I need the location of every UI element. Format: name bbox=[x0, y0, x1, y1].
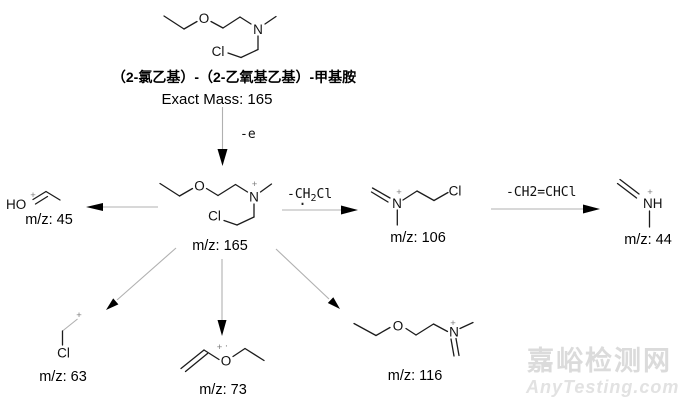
atom-label-ho: HO bbox=[6, 197, 26, 212]
atom-label-cl: Cl bbox=[57, 346, 70, 361]
mz-label-63: m/z: 63 bbox=[39, 369, 87, 385]
fragment-73-structure: O + · bbox=[180, 340, 265, 373]
ionization-arrow bbox=[217, 107, 228, 166]
atom-label-n: N bbox=[392, 196, 402, 211]
ionization-label: -e bbox=[240, 127, 256, 142]
charge-plus: + bbox=[647, 187, 653, 198]
charge-plus: + bbox=[252, 179, 258, 190]
arrow-to-mz63 bbox=[106, 247, 177, 310]
charge-plus: + bbox=[217, 342, 223, 353]
parent-structure: O N Cl bbox=[163, 11, 277, 59]
mz-label-116: m/z: 116 bbox=[387, 368, 443, 384]
radical-dot: · bbox=[225, 340, 229, 352]
loss-ch2cl-subscript: 2 bbox=[310, 193, 317, 204]
compound-name-cn: （2-氯乙基）-（2-乙氧基乙基）-甲基胺 bbox=[111, 69, 357, 85]
atom-label-nh: NH bbox=[643, 196, 663, 211]
arrow-to-mz45 bbox=[86, 203, 158, 211]
arrow-to-mz73 bbox=[217, 259, 227, 336]
charge-plus: + bbox=[450, 318, 456, 329]
mz-label-73: m/z: 73 bbox=[199, 382, 247, 398]
arrow-to-mz116 bbox=[275, 248, 340, 309]
atom-label-cl: Cl bbox=[208, 209, 221, 224]
loss-ch2cl-prefix: -CH bbox=[287, 187, 311, 202]
fragment-116-structure: O N + bbox=[353, 318, 474, 357]
charge-plus: + bbox=[76, 310, 82, 321]
radical-dot: · bbox=[298, 195, 308, 213]
atom-label-cl: Cl bbox=[212, 44, 225, 59]
atom-label-o: O bbox=[199, 11, 210, 26]
molecular-ion-structure: O N + Cl bbox=[159, 179, 273, 226]
charge-plus: + bbox=[396, 187, 402, 198]
arrow-to-mz106 bbox=[282, 205, 358, 215]
atom-label-n: N bbox=[449, 325, 459, 340]
charge-plus: + bbox=[30, 190, 36, 201]
atom-label-o: O bbox=[393, 319, 404, 334]
fragment-45-structure: HO + bbox=[6, 190, 61, 212]
mz-label-106: m/z: 106 bbox=[390, 230, 446, 246]
watermark-en: AnyTesting.com bbox=[526, 377, 680, 397]
fragment-44-structure: NH + bbox=[616, 178, 663, 228]
loss-ch2cl-suffix: Cl bbox=[316, 187, 333, 202]
mz-label-165: m/z: 165 bbox=[192, 238, 248, 254]
loss-ch2cl-label: -CH2Cl · bbox=[287, 187, 680, 212]
exact-mass-label: Exact Mass: 165 bbox=[161, 91, 273, 108]
atom-label-n: N bbox=[249, 190, 259, 205]
fragment-63-structure: + Cl bbox=[57, 310, 82, 361]
atom-label-o: O bbox=[194, 179, 205, 194]
mz-label-45: m/z: 45 bbox=[25, 212, 73, 228]
arrow-to-mz44 bbox=[491, 204, 600, 214]
loss-vinyl-chloride-label: -CH2=CHCl bbox=[506, 185, 577, 200]
mz-label-44: m/z: 44 bbox=[624, 232, 672, 248]
atom-label-n: N bbox=[253, 22, 263, 37]
watermark-cn: 嘉峪检测网 bbox=[527, 346, 672, 376]
atom-label-o: O bbox=[221, 354, 232, 369]
atom-label-cl: Cl bbox=[449, 184, 462, 199]
fragment-106-structure: N + Cl bbox=[370, 184, 462, 226]
